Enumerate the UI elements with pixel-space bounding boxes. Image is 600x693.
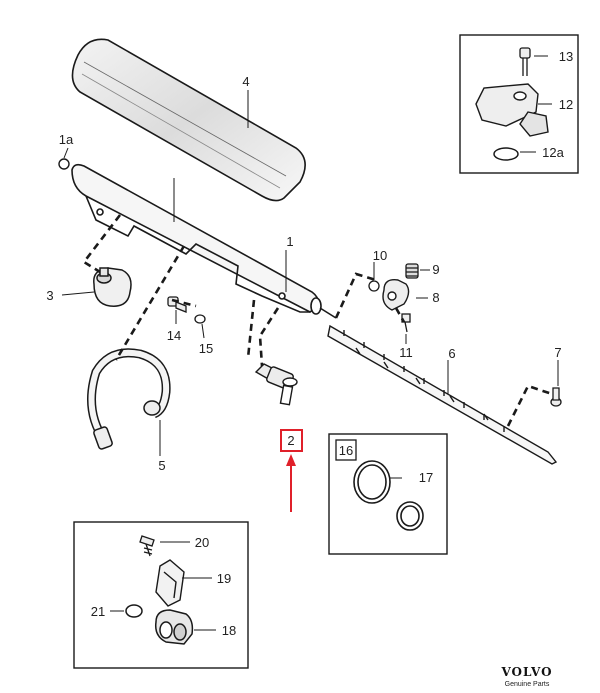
callout-21: 21 (91, 604, 105, 619)
callout-8: 8 (432, 290, 439, 305)
part-13-bolt (519, 47, 531, 76)
callout-11: 11 (399, 345, 413, 360)
callout-10: 10 (373, 248, 387, 263)
callout-12a: 12a (542, 145, 564, 160)
callout-17: 17 (419, 470, 433, 485)
part-20-screw (139, 535, 155, 557)
callout-1: 1 (286, 234, 293, 249)
assembly-dashed-lines (82, 214, 553, 427)
brand-subtitle: Genuine Parts (505, 681, 550, 688)
part-12a-o-ring (493, 147, 519, 161)
callout-5: 5 (158, 458, 165, 473)
highlight-part-2 (280, 429, 303, 512)
callout-9: 9 (432, 262, 439, 277)
callout-15: 15 (199, 341, 213, 356)
brand-name: VOLVO (500, 665, 552, 679)
part-14-bolt (167, 296, 187, 313)
part-7-bolt (550, 387, 562, 407)
part-19-clip (155, 559, 185, 607)
part-8-sensor (382, 279, 410, 311)
part-2-fuel-injector (254, 363, 298, 406)
part-6-wiring-harness (327, 324, 558, 465)
inset-connector-box (73, 521, 249, 669)
part-3-pressure-regulator (93, 267, 132, 307)
part-1-fuel-rail (71, 163, 337, 319)
callout-4: 4 (242, 74, 249, 89)
part-21-o-ring (125, 604, 143, 618)
callout-13: 13 (559, 49, 573, 64)
callout-12: 12 (559, 97, 573, 112)
inset-seal-kit-box (328, 433, 448, 555)
volvo-brand: VOLVO Genuine Parts (500, 665, 552, 688)
inset-sensor-box (459, 34, 579, 174)
callout-1a: 1a (59, 132, 74, 147)
part-9-sensor-head (405, 263, 419, 279)
callout-16: 16 (339, 443, 353, 458)
part-10-seal (368, 280, 380, 292)
part-12-map-sensor (475, 83, 549, 137)
part-1a-seal (58, 158, 70, 170)
callout-18: 18 (222, 623, 236, 638)
callout-14: 14 (167, 328, 181, 343)
leader-lines (61, 90, 559, 456)
part-17-o-rings (353, 460, 424, 531)
part-4-rail-cover (71, 38, 306, 202)
part-18-connector (154, 609, 194, 645)
part-11-screw (401, 313, 411, 333)
callout-6: 6 (448, 346, 455, 361)
callout-2: 2 (287, 433, 294, 448)
callout-labels: 4 1a 1 3 14 15 5 2 6 7 8 9 10 11 13 12 1… (46, 49, 573, 638)
part-15-washer (194, 314, 206, 324)
callout-7: 7 (554, 345, 561, 360)
part-5-fuel-hose (87, 348, 171, 450)
callout-20: 20 (195, 535, 209, 550)
callout-19: 19 (217, 571, 231, 586)
callout-3: 3 (46, 288, 53, 303)
